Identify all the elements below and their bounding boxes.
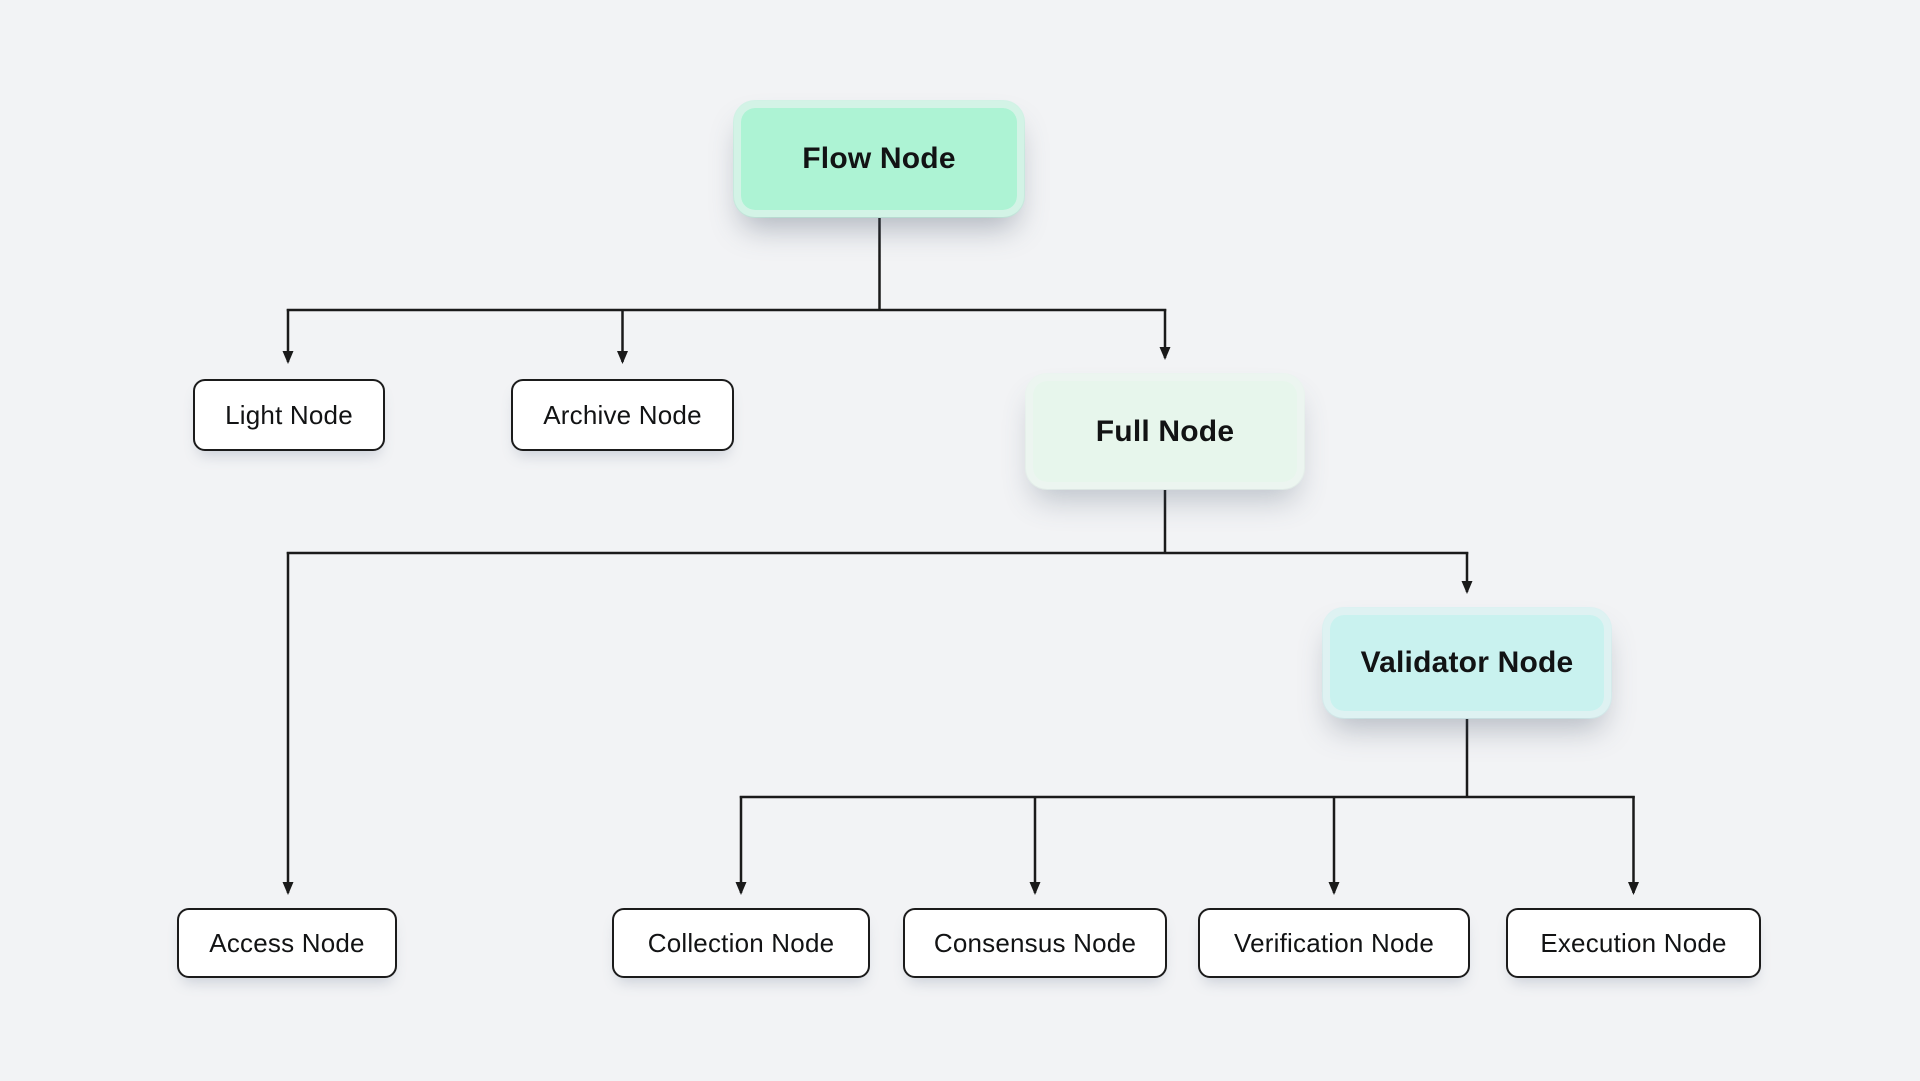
node-execution: Execution Node <box>1506 908 1761 978</box>
node-collection-label: Collection Node <box>647 927 835 958</box>
node-archive: Archive Node <box>511 379 734 451</box>
node-consensus: Consensus Node <box>903 908 1167 978</box>
node-archive-label: Archive Node <box>543 399 702 430</box>
node-flow-label: Flow Node <box>802 142 956 175</box>
node-access: Access Node <box>177 908 397 978</box>
node-validator: Validator Node <box>1322 607 1612 719</box>
node-verification: Verification Node <box>1198 908 1470 978</box>
node-light-label: Light Node <box>225 399 353 430</box>
node-full: Full Node <box>1025 373 1305 490</box>
node-flow: Flow Node <box>733 100 1025 218</box>
node-consensus-label: Consensus Node <box>933 927 1137 958</box>
node-full-label: Full Node <box>1095 414 1235 448</box>
node-light: Light Node <box>193 379 385 451</box>
edge-group-validator-children <box>735 719 1639 895</box>
node-verification-label: Verification Node <box>1234 927 1434 958</box>
node-validator-label: Validator Node <box>1360 646 1574 679</box>
node-execution-label: Execution Node <box>1540 927 1727 958</box>
edge-group-flow-children <box>282 218 1171 364</box>
node-collection: Collection Node <box>612 908 870 978</box>
node-access-label: Access Node <box>209 927 365 958</box>
edge-group-full-children <box>282 490 1473 895</box>
